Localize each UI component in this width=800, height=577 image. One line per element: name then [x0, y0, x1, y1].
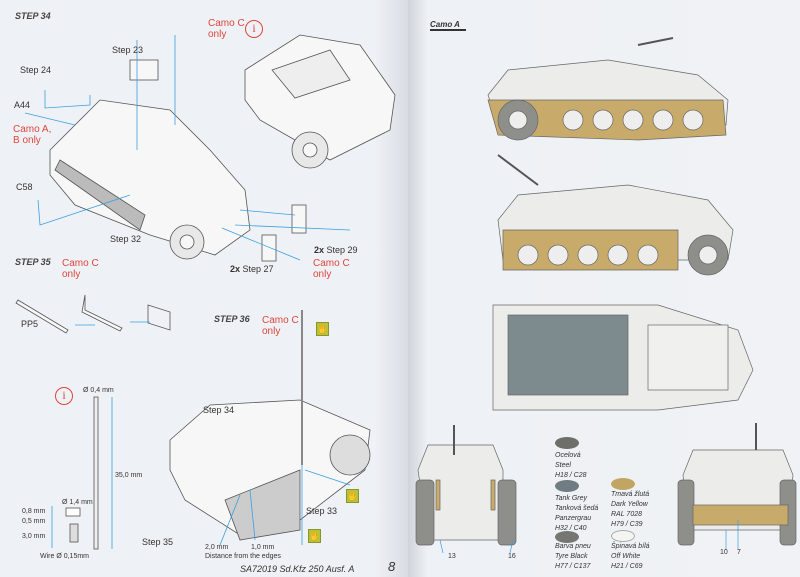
step-35-label: STEP 35 [15, 257, 51, 267]
info-icon: i [245, 20, 263, 38]
footer-title: SA72019 Sd.Kfz 250 Ausf. A [240, 564, 355, 574]
step-34-label: STEP 34 [15, 11, 51, 21]
page-number: 8 [388, 559, 396, 574]
label-step27: Step 27 [242, 264, 274, 274]
callout-10: 10 [720, 549, 728, 556]
left-page: STEP 34 Camo C only i Step 23 Step 24 A4… [0, 0, 408, 577]
paint-swatch-tank-grey [555, 480, 579, 492]
step-36-label: STEP 36 [214, 314, 250, 324]
label-step23: Step 23 [112, 45, 144, 55]
label-step35: Step 35 [142, 537, 174, 547]
base-diameter: Ø 1,4 mm [62, 499, 93, 506]
paint-swatch-steel [555, 437, 579, 449]
label-step29: Step 29 [326, 245, 358, 255]
label-step32: Step 32 [110, 234, 142, 244]
distance-note: Distance from the edges [205, 553, 281, 560]
label-camo-ab: Camo A, B only [13, 124, 52, 146]
distance-2mm: 2,0 mm [205, 544, 229, 551]
label-pp5: PP5 [21, 319, 39, 329]
multiplier: 2x [230, 264, 241, 274]
multiplier: 2x [314, 245, 325, 255]
info-icon: i [55, 387, 73, 405]
callout-13: 13 [448, 553, 456, 560]
step34-camo-note: Camo C only [208, 18, 245, 40]
distance-1mm: 1,0 mm [251, 544, 275, 551]
base-h3: 3,0 mm [22, 533, 46, 540]
glue-hand-icon: ✋ [308, 529, 321, 543]
base-h2: 0,5 mm [22, 518, 46, 525]
glue-hand-icon: ✋ [316, 322, 329, 336]
wire-diameter: Wire Ø 0,15mm [40, 553, 90, 560]
label-step34: Step 34 [203, 405, 235, 415]
paint-swatch-dark-yellow [611, 478, 635, 490]
vehicle-step34 [49, 99, 251, 256]
glue-hand-icon: ✋ [346, 489, 359, 503]
callout-7: 7 [737, 549, 741, 556]
base-h1: 0,8 mm [22, 508, 46, 515]
label-step24: Step 24 [20, 65, 52, 75]
antenna-diameter: Ø 0,4 mm [83, 387, 114, 394]
step36-camo-note: Camo C only [262, 315, 299, 337]
label-c58: C58 [16, 182, 33, 192]
paint-swatch-tyre-black [555, 531, 579, 543]
step35-camo-note: Camo C only [62, 258, 99, 280]
camo-a-label: Camo A [430, 20, 466, 31]
label-step33: Step 33 [306, 506, 338, 516]
label-camo-c: Camo C only [313, 258, 350, 280]
label-a44: A44 [14, 100, 31, 110]
paint-swatch-off-white [611, 530, 635, 542]
camo-a-profiles [415, 37, 797, 554]
assembly-drawings [15, 34, 396, 550]
vehicle-step36 [169, 399, 371, 536]
antenna-length: 35,0 mm [115, 472, 143, 479]
callout-16: 16 [508, 553, 516, 560]
